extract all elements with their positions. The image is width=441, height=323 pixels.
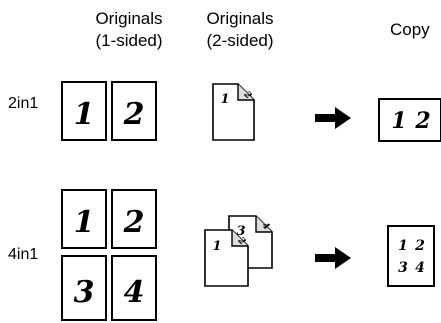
page-4 <box>111 255 157 321</box>
row-4in1-originals-2sided-document-folded-corner-icon: 3 4 1 2 <box>204 215 273 287</box>
header-originals-2sided-line1: Originals <box>206 9 274 28</box>
page-1-number: 1 <box>74 205 95 240</box>
copy-page-2: 2 <box>414 108 430 134</box>
header-originals-1sided-line1: Originals <box>95 9 163 28</box>
header-originals-1sided: Originals (1-sided) <box>84 8 174 52</box>
row-label-4in1: 4in1 <box>8 246 39 263</box>
row-4in1-copy: 1 2 3 4 <box>387 225 435 287</box>
copy-page-4: 4 <box>415 260 425 276</box>
page-1 <box>61 189 107 249</box>
header-originals-2sided-line2: (2-sided) <box>206 31 274 50</box>
row-2in1-copy: 1 2 <box>378 98 441 142</box>
doc-front-number: 1 <box>220 92 229 107</box>
row-2in1-originals-1sided: 1 2 <box>61 81 157 141</box>
row-2in1-originals-2sided-document-folded-corner-icon: 1 2 <box>212 83 255 141</box>
header-originals-2sided: Originals (2-sided) <box>195 8 285 52</box>
copy-sheet <box>387 225 435 287</box>
page-3 <box>61 255 107 321</box>
header-copy: Copy <box>390 19 441 41</box>
copy-page-1: 1 <box>398 238 408 254</box>
row-4in1-originals-1sided: 1 2 3 4 <box>61 189 157 321</box>
doc-front-sheet-front-number: 1 <box>212 239 221 254</box>
page-2-number: 2 <box>123 97 145 132</box>
row-label-2in1: 2in1 <box>8 95 39 112</box>
page-2-number: 2 <box>123 205 145 240</box>
page-1 <box>61 81 107 141</box>
right-arrow-icon <box>315 107 351 129</box>
page-1-number: 1 <box>74 97 95 132</box>
page-2 <box>111 189 157 249</box>
copy-page-2: 2 <box>414 238 425 254</box>
page-3-number: 3 <box>74 275 95 310</box>
copy-sheet <box>378 98 441 142</box>
header-originals-1sided-line2: (1-sided) <box>95 31 163 50</box>
header-copy-label: Copy <box>390 20 430 39</box>
doc-back-sheet-back-number: 4 <box>260 221 272 233</box>
page-2 <box>111 81 157 141</box>
right-arrow-icon <box>315 247 351 269</box>
copy-page-3: 3 <box>398 260 408 276</box>
page-4-number: 4 <box>124 275 145 310</box>
doc-back-sheet-front-number: 3 <box>236 224 245 239</box>
copy-page-1: 1 <box>391 108 406 134</box>
